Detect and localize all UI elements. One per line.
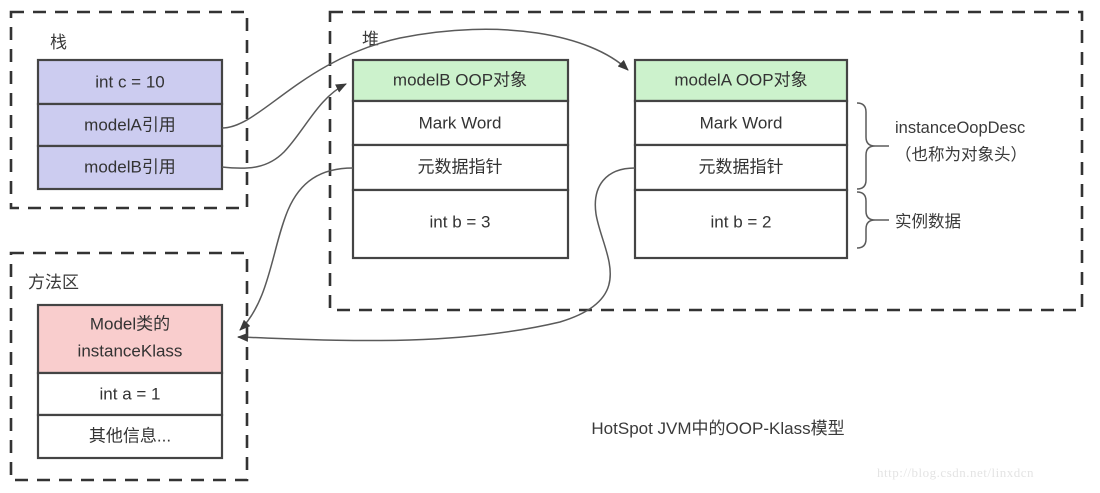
oop-desc-brace [856, 102, 876, 190]
modela-metadata-pointer-label: 元数据指针 [699, 157, 784, 176]
modelb-metadata-pointer-label: 元数据指针 [418, 157, 503, 176]
instance-data-label: 实例数据 [895, 212, 961, 231]
modelb-header-cell [351, 58, 570, 103]
stack-region-border [9, 10, 249, 210]
diagram-caption: HotSpot JVM中的OOP-Klass模型 [591, 419, 844, 438]
klass-cell-other-info [36, 413, 224, 460]
arrow-modelb-metadata-to-instanceklass [239, 167, 354, 331]
heap-region: 堆 modelB OOP对象 Mark Word 元数据指针 int b = 3… [328, 10, 1084, 312]
instance-data-annotation: 实例数据 [856, 191, 961, 249]
arrow-modela-metadata-to-instanceklass [237, 167, 636, 342]
stack-region: 栈 int c = 10 modelA引用 modelB引用 [9, 10, 249, 210]
method-area-region-border [9, 251, 249, 482]
watermark-label: http://blog.csdn.net/linxdcn [877, 465, 1034, 480]
modela-header-cell [633, 58, 849, 103]
modela-mark-word-label: Mark Word [700, 113, 783, 132]
modela-mark-word-cell [633, 99, 849, 147]
heap-object-modelb: modelB OOP对象 Mark Word 元数据指针 int b = 3 [351, 58, 570, 260]
oop-desc-label-line2: （也称为对象头） [895, 145, 1027, 164]
stack-region-label: 栈 [50, 33, 67, 52]
stack-cell-modelb-ref-label: modelB引用 [84, 157, 176, 176]
modelb-header-label: modelB OOP对象 [393, 70, 527, 89]
klass-header-cell [36, 303, 224, 375]
stack-table: int c = 10 modelA引用 modelB引用 [36, 58, 224, 191]
oop-desc-label-line1: instanceOopDesc [895, 119, 1025, 137]
oop-desc-annotation: instanceOopDesc （也称为对象头） [856, 102, 1027, 190]
heap-region-border [328, 10, 1084, 312]
klass-header-line2: instanceKlass [78, 341, 183, 360]
klass-header-line1: Model类的 [90, 314, 170, 333]
modela-instance-data-cell [633, 188, 849, 260]
modelb-mark-word-cell [351, 99, 570, 147]
arrow-modela-ref-to-modela-oop [221, 28, 629, 129]
stack-cell-modela-ref [36, 102, 224, 148]
modelb-instance-data-label: int b = 3 [430, 212, 491, 231]
method-area-table: Model类的 instanceKlass int a = 1 其他信息... [36, 303, 224, 460]
arrow-modelb-ref-to-modelb-oop [221, 83, 347, 169]
method-area-region-label: 方法区 [28, 273, 79, 292]
method-area-region: 方法区 Model类的 instanceKlass int a = 1 其他信息… [9, 251, 249, 482]
klass-cell-other-info-label: 其他信息... [89, 426, 171, 445]
modelb-instance-data-cell [351, 188, 570, 260]
instance-data-brace [856, 191, 876, 249]
stack-cell-modelb-ref [36, 144, 224, 191]
modela-instance-data-label: int b = 2 [711, 212, 772, 231]
modela-header-label: modelA OOP对象 [674, 70, 807, 89]
stack-cell-int-c-label: int c = 10 [95, 72, 164, 91]
heap-object-modela: modelA OOP对象 Mark Word 元数据指针 int b = 2 [633, 58, 849, 260]
klass-cell-int-a-label: int a = 1 [100, 384, 161, 403]
stack-cell-modela-ref-label: modelA引用 [84, 115, 176, 134]
modelb-mark-word-label: Mark Word [419, 113, 502, 132]
